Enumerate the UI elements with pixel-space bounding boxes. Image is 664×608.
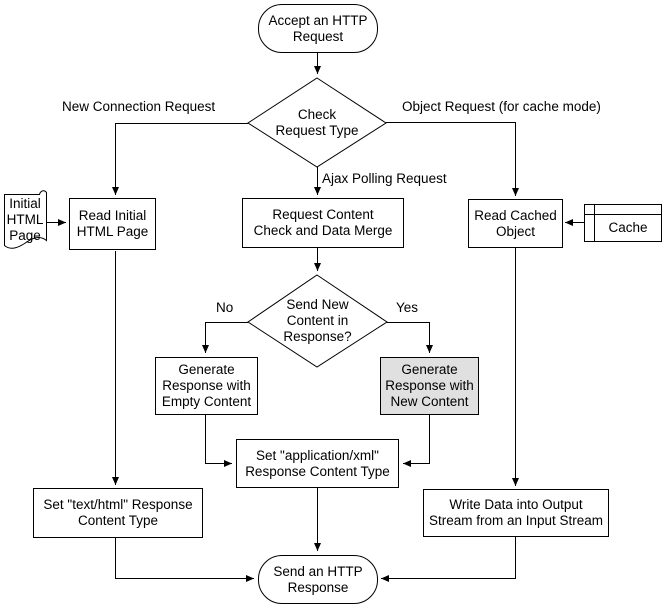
decision-send-new-content-shape (247, 274, 388, 368)
edge-label-ajax-polling-request: Ajax Polling Request (322, 171, 447, 186)
edge-label-new-connection-request: New Connection Request (62, 99, 216, 114)
decision-send-new-content-label: Send New Content in Response? (283, 297, 352, 344)
document-initial-html-page-shape (4, 190, 47, 249)
terminator-accept-http-request: Accept an HTTP Request (258, 4, 378, 53)
edge-label-no: No (216, 300, 234, 315)
process-generate-empty-content: Generate Response with Empty Content (155, 357, 258, 415)
stored-data-cache-label: Cache (608, 219, 648, 235)
edge-set-texthtml-to-send-response (115, 538, 254, 582)
edge-write-data-to-send-response (381, 537, 516, 582)
process-write-data-output-stream: Write Data into Output Stream from an In… (423, 489, 609, 537)
terminator-send-http-response: Send an HTTP Response (258, 555, 378, 604)
process-set-application-xml: Set "application/xml" Response Content T… (236, 439, 399, 488)
document-initial-html-page-label: Initial HTML Page (6, 196, 44, 243)
edge-label-object-request: Object Request (for cache mode) (402, 99, 601, 114)
process-request-content-check: Request Content Check and Data Merge (242, 198, 404, 248)
edge-send-new-yes-to-generate-new (387, 322, 433, 353)
process-generate-new-content: Generate Response with New Content (380, 357, 479, 415)
edge-generate-new-to-set-xml (403, 415, 430, 467)
edge-generate-empty-to-set-xml (205, 415, 232, 467)
decision-check-request-type-shape (247, 77, 387, 168)
edge-check-to-read-initial (112, 123, 248, 195)
process-read-cached-object: Read Cached Object (468, 199, 563, 248)
edge-label-yes: Yes (396, 300, 419, 315)
process-read-initial-html-page: Read Initial HTML Page (69, 198, 156, 250)
process-set-text-html: Set "text/html" Response Content Type (33, 488, 203, 538)
edge-send-new-no-to-generate-empty (202, 322, 248, 353)
decision-check-request-type-label: Check Request Type (275, 107, 359, 138)
edge-check-to-read-cached (386, 122, 519, 196)
stored-data-cache-shape (584, 204, 662, 242)
